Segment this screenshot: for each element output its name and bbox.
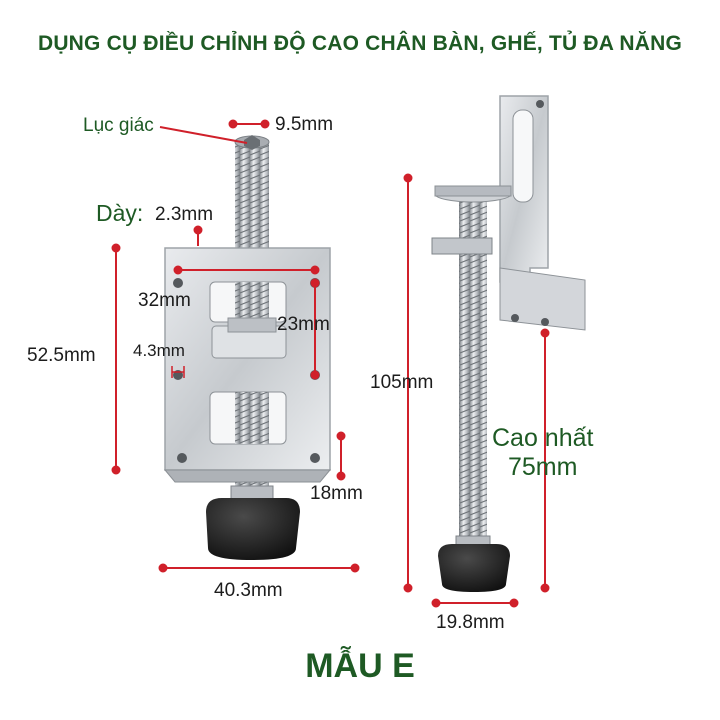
left-leveler	[163, 135, 332, 560]
max-height-label-line2: 75mm	[508, 453, 578, 481]
bracket-height-label: 52.5mm	[27, 345, 96, 366]
hole-diameter-label: 4.3mm	[133, 341, 185, 360]
dimension-markers	[111, 119, 550, 608]
right-threaded-rod	[459, 196, 487, 548]
left-rubber-foot	[206, 498, 300, 560]
max-height-label-line1: Cao nhất	[492, 424, 594, 452]
hex-socket-label: Lục giác	[83, 115, 154, 136]
total-length-label: 105mm	[370, 372, 434, 393]
right-rubber-foot	[438, 544, 510, 592]
thickness-value: 2.3mm	[155, 204, 214, 225]
hex-socket-icon	[244, 135, 260, 150]
hole-spacing-width-label: 32mm	[138, 290, 191, 311]
bottom-gap-label: 18mm	[310, 483, 363, 504]
page-title: DỤNG CỤ ĐIỀU CHỈNH ĐỘ CAO CHÂN BÀN, GHẾ,…	[37, 32, 683, 55]
model-label: MẪU E	[305, 647, 415, 685]
base-width-label: 40.3mm	[214, 580, 283, 601]
hole-spacing-height-label: 23mm	[277, 314, 330, 335]
foot-diameter-label: 19.8mm	[436, 612, 505, 633]
right-leveler	[431, 95, 586, 592]
hex-size-label: 9.5mm	[275, 114, 334, 135]
thickness-label: Dày:	[96, 200, 144, 226]
